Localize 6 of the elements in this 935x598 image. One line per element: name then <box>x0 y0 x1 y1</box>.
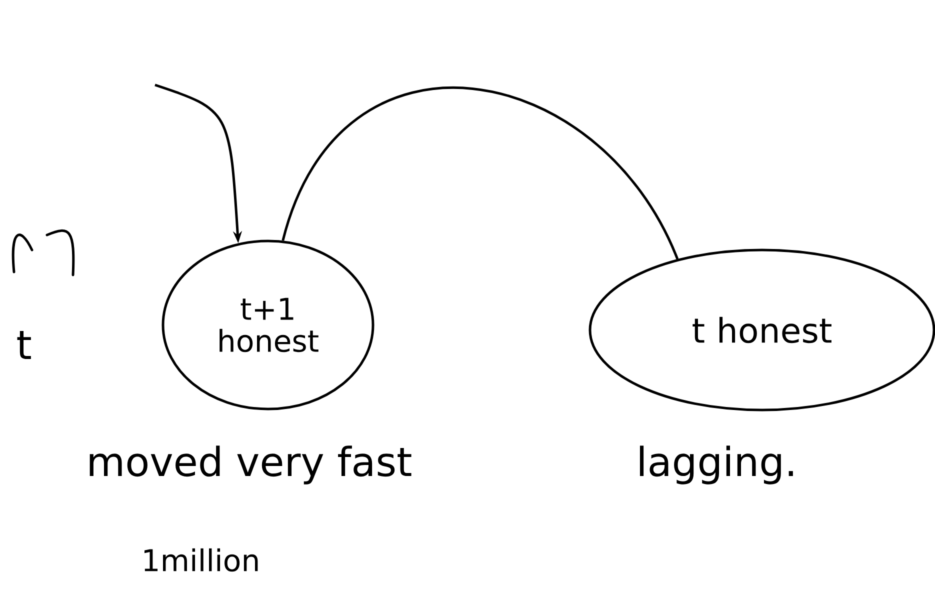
handwritten-note: t <box>17 330 31 360</box>
curved-line <box>282 87 679 260</box>
ellipse-node: t honest <box>588 248 935 412</box>
handwritten-note: 1million <box>144 548 258 572</box>
handwritten-note: moved very fast <box>90 446 412 484</box>
ellipse-node: t+1 honest <box>162 240 374 410</box>
